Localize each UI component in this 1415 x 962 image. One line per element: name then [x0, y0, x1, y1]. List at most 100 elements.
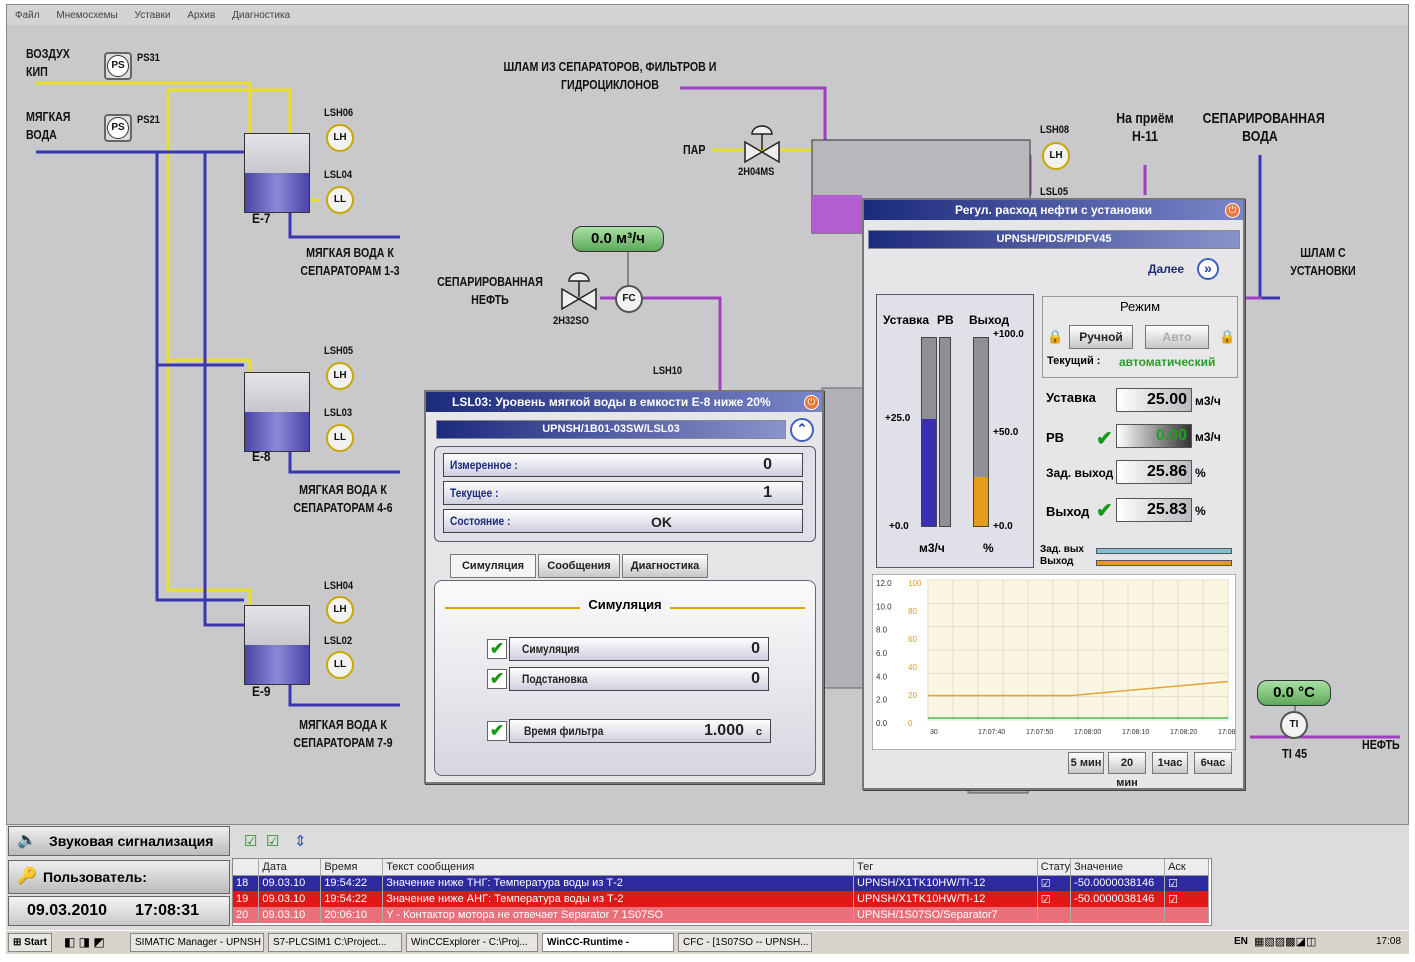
- range-1h-button[interactable]: 1час: [1152, 752, 1188, 774]
- menu-file[interactable]: Файл: [15, 10, 40, 21]
- header-cell[interactable]: Значение: [1070, 859, 1166, 876]
- header-cell[interactable]: [233, 859, 260, 876]
- pid-title: Регул. расход нефти с установки: [864, 200, 1243, 220]
- acknowledge-all-icon[interactable]: ☑: [266, 833, 280, 850]
- table-cell: -50.0000038146: [1070, 891, 1166, 907]
- level-switch-lsl03[interactable]: LL: [326, 424, 354, 452]
- simulation-label: Симуляция: [522, 642, 580, 656]
- y-tick-left: 0.0: [876, 719, 888, 728]
- collapse-icon[interactable]: ⌃: [790, 418, 814, 442]
- tab-messages[interactable]: Сообщения: [538, 554, 620, 578]
- y-tick-left: 10.0: [876, 602, 892, 611]
- setpoint-unit: м3/ч: [1195, 394, 1221, 408]
- setpoint-value[interactable]: 25.00: [1116, 388, 1192, 412]
- menu-setpoints[interactable]: Уставки: [134, 10, 171, 21]
- taskbar-item-wincc-runtime[interactable]: WinCC-Runtime -: [542, 933, 674, 952]
- taskbar-item-wincc-explorer[interactable]: WinCCExplorer - C:\Proj...: [406, 933, 538, 952]
- header-cell[interactable]: Дата: [258, 859, 322, 876]
- header-cell[interactable]: Аск: [1164, 859, 1209, 876]
- header-cell[interactable]: Стату: [1037, 859, 1072, 876]
- flow-controller-fc[interactable]: FC: [615, 285, 643, 313]
- level-faceplate: LSL03: Уровень мягкой воды в емкости Е-8…: [424, 390, 824, 784]
- tank-e9[interactable]: [244, 605, 310, 685]
- pv-value: 0.00: [1116, 424, 1192, 448]
- level-path: UPNSH/1B01-03SW/LSL03: [436, 420, 786, 439]
- filter-checkbox[interactable]: ✔: [487, 721, 507, 741]
- next-icon[interactable]: »: [1197, 258, 1219, 280]
- tab-diagnostics[interactable]: Диагностика: [622, 554, 708, 578]
- temperature-indicator-ti[interactable]: TI: [1280, 711, 1308, 739]
- pressure-switch-ps31[interactable]: PS: [104, 52, 132, 80]
- pid-faceplate: Регул. расход нефти с установки ⏻ UPNSH/…: [862, 198, 1245, 790]
- bar-unit-right: %: [983, 541, 994, 555]
- tank-e8[interactable]: [244, 372, 310, 452]
- sound-alarm-button[interactable]: 🔈Звуковая сигнализация: [8, 826, 230, 856]
- level-switch-lsh04[interactable]: LH: [326, 596, 354, 624]
- language-indicator[interactable]: EN: [1234, 936, 1248, 947]
- simulation-checkbox[interactable]: ✔: [487, 639, 507, 659]
- start-button[interactable]: ⊞ Start: [8, 933, 52, 952]
- current-field: Текущее :1: [443, 481, 803, 505]
- range-6h-button[interactable]: 6час: [1194, 752, 1232, 774]
- flow-display[interactable]: 0.0 м³/ч: [572, 226, 664, 252]
- current-value: 1: [763, 484, 772, 501]
- taskbar-item-cfc[interactable]: CFC - [1S07SO -- UPNSH...: [678, 933, 812, 952]
- header-cell[interactable]: Тег: [853, 859, 1038, 876]
- tank-e7-label: Е-7: [252, 210, 271, 226]
- table-cell: UPNSH/1S07SO/Separator7: [853, 907, 1038, 923]
- label-air: ВОЗДУХ КИП: [26, 46, 70, 79]
- label-separated-water: СЕПАРИРОВАННАЯ ВОДА: [1202, 110, 1325, 145]
- level-switch-lsh05[interactable]: LH: [326, 362, 354, 390]
- manual-button[interactable]: Ручной: [1069, 325, 1133, 349]
- auto-button[interactable]: Авто: [1145, 325, 1209, 349]
- legend-manual-output-swatch: [1096, 548, 1232, 554]
- sort-icon[interactable]: ⇕: [294, 833, 307, 850]
- tag-lsl04: LSL04: [324, 169, 353, 181]
- header-cell[interactable]: Текст сообщения: [382, 859, 854, 876]
- menu-archive[interactable]: Архив: [187, 10, 216, 21]
- tab-simulation[interactable]: Симуляция: [450, 554, 536, 578]
- table-cell: ☑: [1164, 891, 1209, 907]
- temperature-display[interactable]: 0.0 °C: [1257, 680, 1331, 706]
- quicklaunch-icons[interactable]: ◧ ◨ ◩: [64, 935, 105, 949]
- level-switch-lsh08[interactable]: LH: [1042, 142, 1070, 170]
- level-switch-lsl04[interactable]: LL: [326, 186, 354, 214]
- acknowledge-icon[interactable]: ☑: [244, 833, 258, 850]
- taskbar-item-simatic[interactable]: SIMATIC Manager - UPNSH: [130, 933, 264, 952]
- tank-e7[interactable]: [244, 133, 310, 213]
- range-5min-button[interactable]: 5 мин: [1068, 752, 1104, 774]
- tag-lsh05: LSH05: [324, 345, 354, 357]
- menu-diagnostics[interactable]: Диагностика: [232, 10, 291, 21]
- x-tick: 17:08:10: [1122, 729, 1149, 736]
- user-panel[interactable]: 🔑Пользователь:: [8, 860, 230, 894]
- table-cell: Значение ниже ТНГ: Температура воды из Т…: [382, 875, 854, 891]
- level-switch-lsl02[interactable]: LL: [326, 651, 354, 679]
- taskbar-item-plcsim[interactable]: S7-PLCSIM1 C:\Project...: [268, 933, 402, 952]
- tag-ti45: TI 45: [1282, 746, 1308, 761]
- level-switch-lsh06[interactable]: LH: [326, 124, 354, 152]
- state-label: Состояние :: [450, 514, 511, 528]
- windows-icon: ⊞: [13, 937, 22, 948]
- close-icon[interactable]: ⏻: [804, 395, 819, 410]
- range-20min-button[interactable]: 20 мин: [1108, 752, 1146, 789]
- pv-label: РВ: [1046, 430, 1065, 445]
- manual-output-value[interactable]: 25.86: [1116, 460, 1192, 484]
- tank-e9-label: Е-9: [252, 683, 271, 699]
- pressure-switch-ps21[interactable]: PS: [104, 114, 132, 142]
- substitution-checkbox[interactable]: ✔: [487, 669, 507, 689]
- header-cell[interactable]: Время: [320, 859, 384, 876]
- tray-icons[interactable]: ▦▧▨▩◪◫: [1254, 936, 1317, 948]
- clock: 17:08: [1376, 936, 1402, 947]
- menu-mnemo[interactable]: Мнемосхемы: [56, 10, 118, 21]
- lock-icon: 🔒: [1047, 329, 1064, 344]
- close-icon[interactable]: ⏻: [1225, 203, 1240, 218]
